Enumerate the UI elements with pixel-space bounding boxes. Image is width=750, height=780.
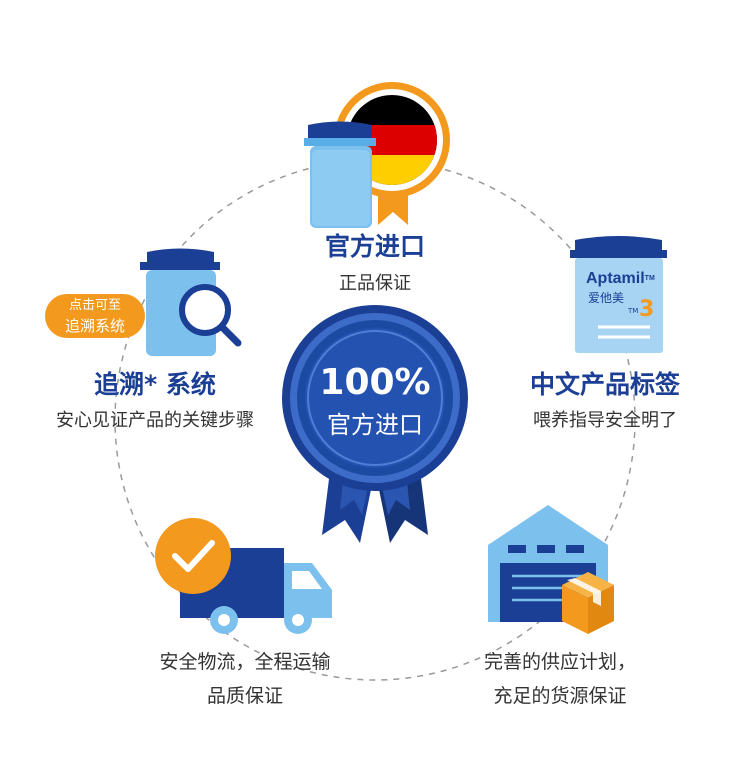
feature-label-title: 中文产品标签 — [529, 370, 680, 399]
milk-can-icon — [304, 121, 376, 228]
trace-callout-line2: 追溯系统 — [64, 317, 125, 335]
feature-import-title: 官方进口 — [324, 232, 425, 261]
can-brand-tm: TM — [644, 275, 655, 282]
feature-supply-line2: 充足的货源保证 — [493, 685, 627, 707]
can-brand: AptamilTM — [586, 270, 655, 288]
center-badge-label: 官方进口 — [327, 411, 423, 439]
can-brand-name: Aptamil — [586, 270, 645, 287]
feature-supply-line1: 完善的供应计划， — [483, 651, 636, 673]
can-cn-name: 爱他美 — [588, 291, 625, 305]
check-circle-icon — [155, 518, 231, 594]
feature-logistics-line2: 品质保证 — [206, 685, 283, 707]
magnifier-icon — [179, 284, 242, 347]
can-tm-mark: TM — [628, 307, 639, 315]
can-stage-number: 3 — [639, 297, 655, 322]
package-box-icon — [562, 572, 614, 634]
feature-import-subtitle: 正品保证 — [339, 273, 411, 294]
aptamil-can-icon — [570, 236, 667, 353]
trace-callout-link[interactable]: 点击可至 追溯系统 — [45, 296, 145, 336]
center-badge-percent: 100% — [319, 362, 431, 403]
feature-trace-subtitle: 安心见证产品的关键步骤 — [56, 410, 254, 431]
feature-label-subtitle: 喂养指导安全明了 — [533, 410, 677, 431]
trace-callout-pill — [45, 294, 145, 338]
trace-callout-line1: 点击可至 — [68, 298, 121, 313]
feature-trace-title: 追溯* 系统 — [94, 370, 216, 399]
ribbon-badge-icon — [282, 305, 468, 543]
feature-logistics-line1: 安全物流，全程运输 — [159, 651, 331, 673]
